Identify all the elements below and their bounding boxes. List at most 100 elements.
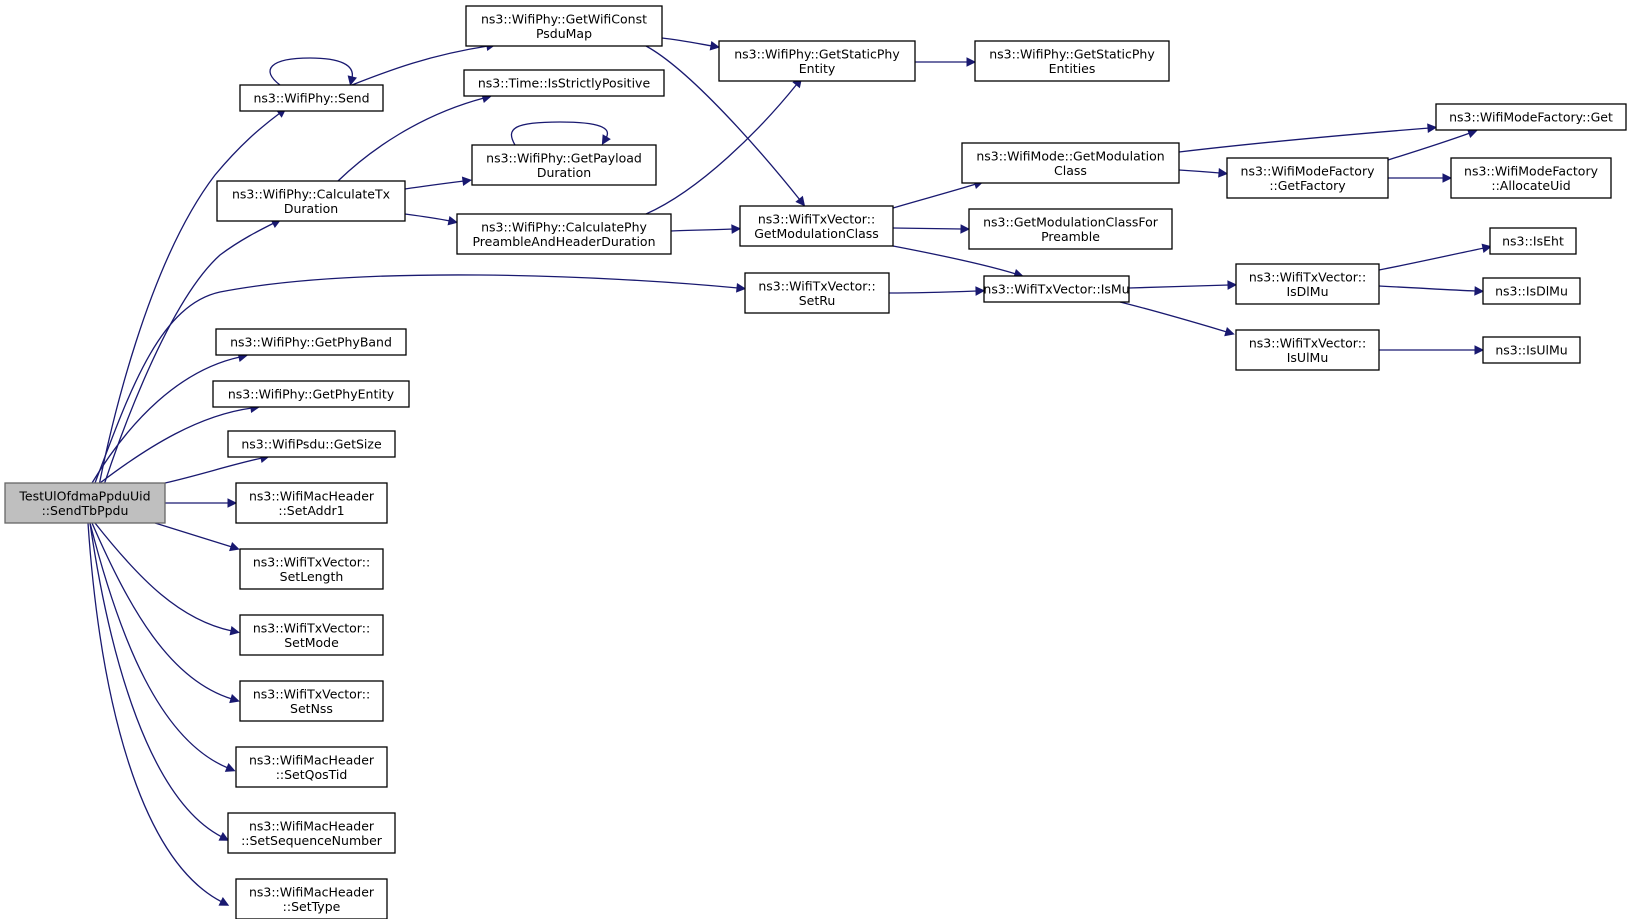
edge-arrowhead bbox=[224, 762, 236, 772]
node-box bbox=[235, 878, 388, 919]
node-calcPhy[interactable]: ns3::WifiPhy::CalculatePhyPreambleAndHea… bbox=[456, 213, 672, 255]
node-getModClass[interactable]: ns3::WifiTxVector::GetModulationClass bbox=[739, 205, 894, 247]
node-label-line: ::SetSequenceNumber bbox=[241, 833, 383, 848]
edge-line bbox=[888, 290, 978, 294]
edge-modeGetModClass-to-getFactory bbox=[1178, 168, 1229, 178]
edge-arrowhead bbox=[975, 286, 986, 296]
edge-root-to-setQosTid bbox=[89, 522, 236, 772]
node-setSeq[interactable]: ns3::WifiMacHeader::SetSequenceNumber bbox=[227, 812, 396, 854]
edge-getWifiConst-to-getModClass bbox=[645, 45, 806, 207]
node-box bbox=[1482, 277, 1581, 305]
edge-getFactory-to-allocUid bbox=[1388, 173, 1453, 183]
node-label-line: ns3::WifiPhy::GetWifiConst bbox=[481, 11, 647, 26]
node-label-line: ns3::IsEht bbox=[1502, 234, 1564, 249]
node-allocUid[interactable]: ns3::WifiModeFactory::AllocateUid bbox=[1450, 157, 1612, 199]
edge-arrowhead bbox=[447, 216, 459, 226]
edge-line bbox=[1378, 285, 1477, 292]
node-factGet[interactable]: ns3::WifiModeFactory::Get bbox=[1435, 103, 1627, 131]
node-box bbox=[239, 614, 384, 656]
node-box bbox=[968, 208, 1173, 250]
edge-isMu-to-isUlMu bbox=[1119, 301, 1235, 337]
node-label-line: ns3::WifiPhy::Send bbox=[253, 91, 369, 106]
node-label-line: PsduMap bbox=[536, 26, 592, 41]
node-isMu[interactable]: ns3::WifiTxVector::IsMu bbox=[983, 275, 1130, 303]
node-getPhyBand[interactable]: ns3::WifiPhy::GetPhyBand bbox=[215, 328, 407, 356]
edge-getStaticEntity-to-getStaticEntities bbox=[915, 57, 977, 67]
edge-line bbox=[1178, 169, 1221, 174]
node-box bbox=[1435, 103, 1627, 131]
node-isUlMu[interactable]: ns3::WifiTxVector::IsUlMu bbox=[1235, 329, 1380, 371]
node-isDlMuF[interactable]: ns3::IsDlMu bbox=[1482, 277, 1581, 305]
edge-line bbox=[645, 45, 801, 201]
edge-getModClass-to-modeGetModClass bbox=[892, 179, 984, 209]
edge-setRu-to-isMu bbox=[888, 286, 986, 296]
edge-modeGetModClass-to-factGet bbox=[1178, 123, 1438, 153]
node-isDlMu[interactable]: ns3::WifiTxVector::IsDlMu bbox=[1235, 263, 1380, 305]
edge-calcPhy-to-getStaticEntity bbox=[645, 77, 803, 215]
node-root[interactable]: TestUlOfdmaPpduUid::SendTbPpdu bbox=[4, 482, 166, 524]
edge-line bbox=[89, 522, 229, 769]
node-box bbox=[227, 430, 396, 458]
node-label-line: Duration bbox=[537, 165, 591, 180]
node-label-line: PreambleAndHeaderDuration bbox=[472, 234, 655, 249]
node-send[interactable]: ns3::WifiPhy::Send bbox=[239, 84, 384, 112]
node-label-line: ns3::WifiPhy::GetPhyBand bbox=[230, 335, 392, 350]
node-isUlMuF[interactable]: ns3::IsUlMu bbox=[1482, 336, 1581, 364]
edge-line bbox=[91, 112, 281, 524]
edge-root-to-setSeq bbox=[89, 522, 230, 841]
edge-arrowhead bbox=[218, 832, 230, 841]
edge-arrowhead bbox=[1427, 123, 1438, 133]
edge-isDlMu-to-isEht bbox=[1378, 243, 1493, 271]
node-setMode[interactable]: ns3::WifiTxVector::SetMode bbox=[239, 614, 384, 656]
edge-root-to-getPhyBand bbox=[91, 352, 248, 484]
edge-getFactory-to-factGet bbox=[1387, 129, 1478, 161]
node-label-line: ns3::WifiMode::GetModulation bbox=[976, 148, 1164, 163]
node-setAddr1[interactable]: ns3::WifiMacHeader::SetAddr1 bbox=[235, 482, 388, 524]
node-setNss[interactable]: ns3::WifiTxVector::SetNss bbox=[239, 680, 384, 722]
node-getPhyEntity[interactable]: ns3::WifiPhy::GetPhyEntity bbox=[212, 380, 410, 408]
edge-arrowhead bbox=[227, 498, 238, 508]
node-setLength[interactable]: ns3::WifiTxVector::SetLength bbox=[239, 548, 384, 590]
edge-line bbox=[269, 57, 353, 86]
node-box bbox=[1235, 263, 1380, 305]
node-box bbox=[235, 482, 388, 524]
node-label-line: ns3::WifiPhy::CalculatePhy bbox=[481, 219, 647, 234]
node-label-line: IsUlMu bbox=[1287, 350, 1329, 365]
edge-isUlMu-to-isUlMuF bbox=[1379, 345, 1485, 355]
edge-calcPhy-to-getModClass bbox=[670, 224, 742, 234]
node-isEht[interactable]: ns3::IsEht bbox=[1489, 227, 1577, 255]
node-label-line: ns3::WifiModeFactory bbox=[1241, 163, 1376, 178]
node-getFactory[interactable]: ns3::WifiModeFactory::GetFactory bbox=[1226, 157, 1389, 199]
edge-line bbox=[94, 522, 233, 632]
edge-line bbox=[510, 121, 608, 146]
edge-line bbox=[1128, 284, 1230, 289]
edge-isDlMu-to-isDlMuF bbox=[1378, 285, 1485, 296]
edge-arrowhead bbox=[601, 134, 611, 145]
edge-arrowhead bbox=[1474, 286, 1485, 296]
edge-arrowhead bbox=[709, 41, 721, 51]
node-modeGetModClass[interactable]: ns3::WifiMode::GetModulationClass bbox=[961, 142, 1180, 184]
node-label-line: ns3::Time::IsStrictlyPositive bbox=[478, 76, 651, 91]
node-label-line: ns3::WifiPhy::GetStaticPhy bbox=[734, 46, 900, 61]
edge-line bbox=[404, 213, 451, 222]
node-box bbox=[1482, 336, 1581, 364]
edge-root-to-setType bbox=[87, 522, 230, 906]
node-box bbox=[1226, 157, 1389, 199]
edge-line bbox=[91, 356, 241, 484]
edge-root-to-setLength bbox=[154, 522, 240, 552]
node-getSize[interactable]: ns3::WifiPsdu::GetSize bbox=[227, 430, 396, 458]
node-setRu[interactable]: ns3::WifiTxVector::SetRu bbox=[744, 272, 890, 314]
node-label-line: ns3::WifiTxVector:: bbox=[253, 554, 370, 569]
node-label-line: ns3::WifiTxVector:: bbox=[758, 278, 875, 293]
node-setQosTid[interactable]: ns3::WifiMacHeader::SetQosTid bbox=[235, 746, 388, 788]
node-label-line: ns3::WifiTxVector:: bbox=[1249, 269, 1366, 284]
node-isStrictly[interactable]: ns3::Time::IsStrictlyPositive bbox=[463, 69, 665, 97]
node-setType[interactable]: ns3::WifiMacHeader::SetType bbox=[235, 878, 388, 919]
edge-line bbox=[94, 274, 739, 484]
